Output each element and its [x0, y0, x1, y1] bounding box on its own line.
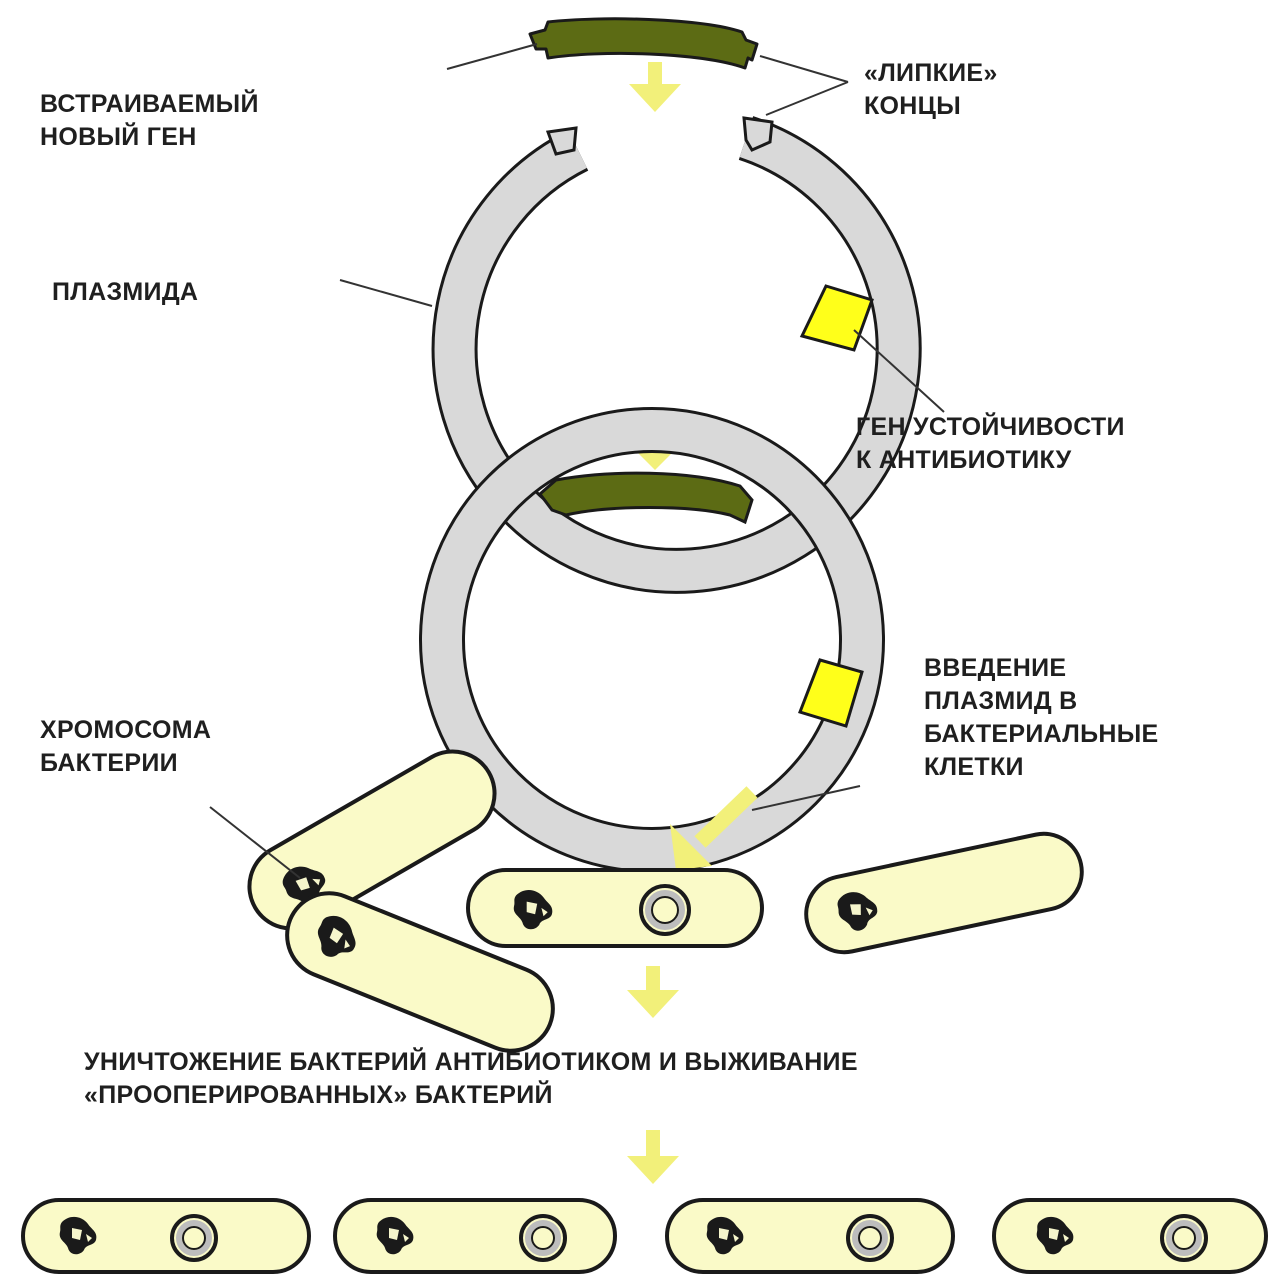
resistance-gene-open: [802, 286, 872, 350]
label-new-gene: ВСТРАИВАЕМЫЙ НОВЫЙ ГЕН: [40, 88, 259, 154]
label-bacterial-chromosome: ХРОМОСОМА БАКТЕРИИ: [40, 714, 211, 780]
leader-line-plasmid: [340, 280, 432, 306]
label-new-gene-line-1: ВСТРАИВАЕМЫЙ: [40, 88, 259, 121]
recombinant-plasmid: [442, 430, 862, 850]
label-resistance-gene-line-1: ГЕН УСТОЙЧИВОСТИ: [856, 411, 1125, 444]
label-new-gene-line-2: НОВЫЙ ГЕН: [40, 121, 259, 154]
bacterium-transformed: [468, 870, 762, 946]
survivor-bacterium-2: [335, 1200, 615, 1272]
label-selection-line-1: УНИЧТОЖЕНИЕ БАКТЕРИЙ АНТИБИОТИКОМ И ВЫЖИ…: [84, 1046, 858, 1079]
label-bacterial-chromosome-line-1: ХРОМОСОМА: [40, 714, 211, 747]
label-introduction-line-2: ПЛАЗМИД В: [924, 685, 1159, 718]
survivor-bacterium-4: [994, 1200, 1266, 1272]
bacterium-3: [799, 827, 1089, 960]
label-resistance-gene: ГЕН УСТОЙЧИВОСТИ К АНТИБИОТИКУ: [856, 411, 1125, 477]
leader-line-sticky-end-top: [760, 56, 848, 82]
label-plasmid: ПЛАЗМИДА: [52, 276, 198, 309]
label-sticky-ends-line-2: КОНЦЫ: [864, 90, 998, 123]
survivor-bacterium-3: [667, 1200, 953, 1272]
survivor-bacterium-1: [23, 1200, 309, 1272]
arrow-5: [627, 1130, 679, 1184]
label-sticky-ends-line-1: «ЛИПКИЕ»: [864, 57, 998, 90]
label-selection-line-2: «ПРООПЕРИРОВАННЫХ» БАКТЕРИЙ: [84, 1079, 858, 1112]
label-introduction-line-3: БАКТЕРИАЛЬНЫЕ: [924, 718, 1159, 751]
new-gene-fragment: [530, 19, 757, 68]
label-selection: УНИЧТОЖЕНИЕ БАКТЕРИЙ АНТИБИОТИКОМ И ВЫЖИ…: [84, 1046, 858, 1112]
arrow-1: [629, 62, 681, 112]
label-bacterial-chromosome-line-2: БАКТЕРИИ: [40, 747, 211, 780]
label-introduction-line-4: КЛЕТКИ: [924, 751, 1159, 784]
label-resistance-gene-line-2: К АНТИБИОТИКУ: [856, 444, 1125, 477]
leader-line-new-gene: [447, 44, 537, 69]
label-sticky-ends: «ЛИПКИЕ» КОНЦЫ: [864, 57, 998, 123]
label-introduction-line-1: ВВЕДЕНИЕ: [924, 652, 1159, 685]
leader-line-sticky-end-bottom: [766, 82, 848, 115]
label-introduction: ВВЕДЕНИЕ ПЛАЗМИД В БАКТЕРИАЛЬНЫЕ КЛЕТКИ: [924, 652, 1159, 784]
arrow-4: [627, 966, 679, 1018]
label-plasmid-text: ПЛАЗМИДА: [52, 276, 198, 309]
